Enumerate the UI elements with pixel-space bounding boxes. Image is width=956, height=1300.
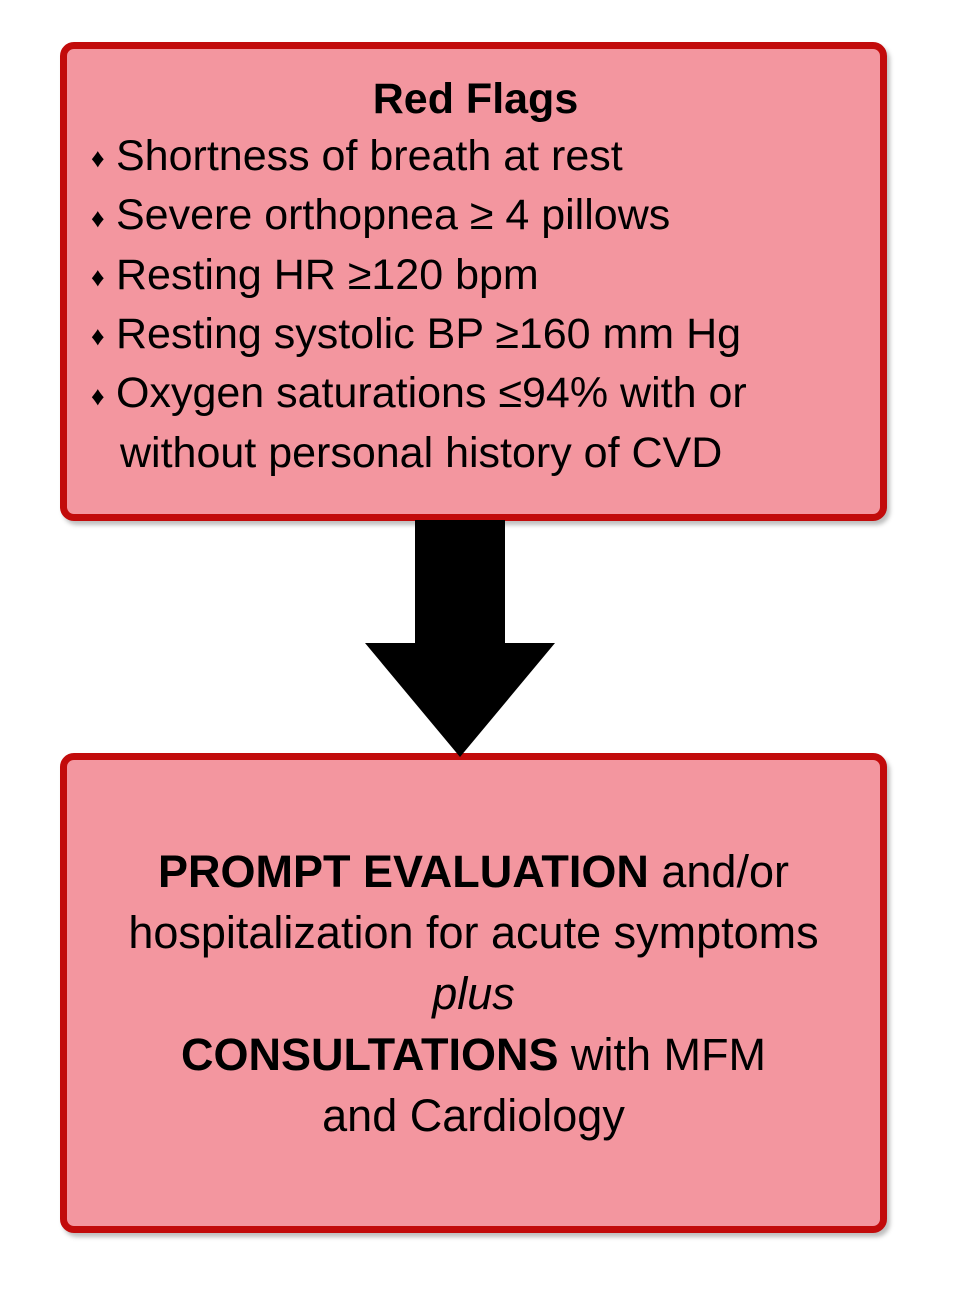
action-line-1-regular: and/or — [648, 845, 789, 897]
diamond-bullet-icon: ♦ — [91, 380, 105, 411]
action-line-4: CONSULTATIONS with MFM — [73, 1024, 874, 1085]
diamond-bullet-icon: ♦ — [91, 321, 105, 352]
bullet-item: ♦ Oxygen saturations ≤94% with or — [91, 365, 860, 424]
action-line-5: and Cardiology — [322, 1089, 625, 1141]
bullet-text: Resting HR ≥120 bpm — [116, 250, 539, 299]
action-line-1: PROMPT EVALUATION and/or — [73, 841, 874, 902]
bullet-item: ♦ Severe orthopnea ≥ 4 pillows — [91, 187, 860, 246]
diamond-bullet-icon: ♦ — [91, 202, 105, 233]
bullet-item: ♦ Shortness of breath at rest — [91, 128, 860, 187]
bullet-text: Severe orthopnea ≥ 4 pillows — [116, 191, 671, 240]
action-box: PROMPT EVALUATION and/or hospitalization… — [60, 753, 887, 1233]
red-flags-box: Red Flags ♦ Shortness of breath at rest ♦… — [60, 42, 887, 521]
diamond-bullet-icon: ♦ — [91, 262, 105, 293]
bullet-text: Shortness of breath at rest — [116, 132, 623, 180]
red-flags-title: Red Flags — [372, 75, 579, 123]
diamond-bullet-icon: ♦ — [91, 143, 105, 174]
down-arrow-icon — [365, 520, 555, 758]
bullet-item: ♦ Resting systolic BP ≥160 mm Hg — [91, 306, 860, 365]
bullet-text: Oxygen saturations ≤94% with or — [116, 369, 747, 418]
action-line-4-bold: CONSULTATIONS — [181, 1028, 559, 1080]
action-line-2: hospitalization for acute symptoms — [128, 906, 819, 958]
action-line-3: plus — [432, 967, 515, 1019]
bullet-continuation-text: without personal history of CVD — [120, 428, 723, 477]
action-line-4-regular: with MFM — [558, 1028, 766, 1080]
bullet-text: Resting systolic BP ≥160 mm Hg — [116, 310, 742, 359]
action-line-1-bold: PROMPT EVALUATION — [158, 845, 649, 897]
bullet-item: ♦ Resting HR ≥120 bpm — [91, 247, 860, 306]
